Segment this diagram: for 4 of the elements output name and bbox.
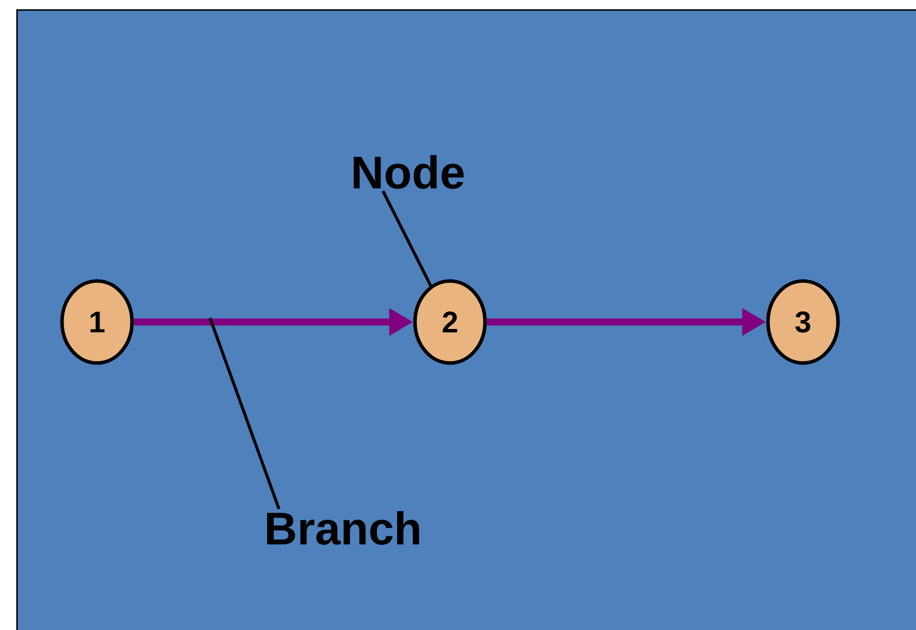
leader-line	[382, 190, 432, 286]
leader-line	[208, 317, 280, 510]
label-text: Branch	[267, 511, 420, 545]
label-text: Node	[354, 155, 464, 189]
